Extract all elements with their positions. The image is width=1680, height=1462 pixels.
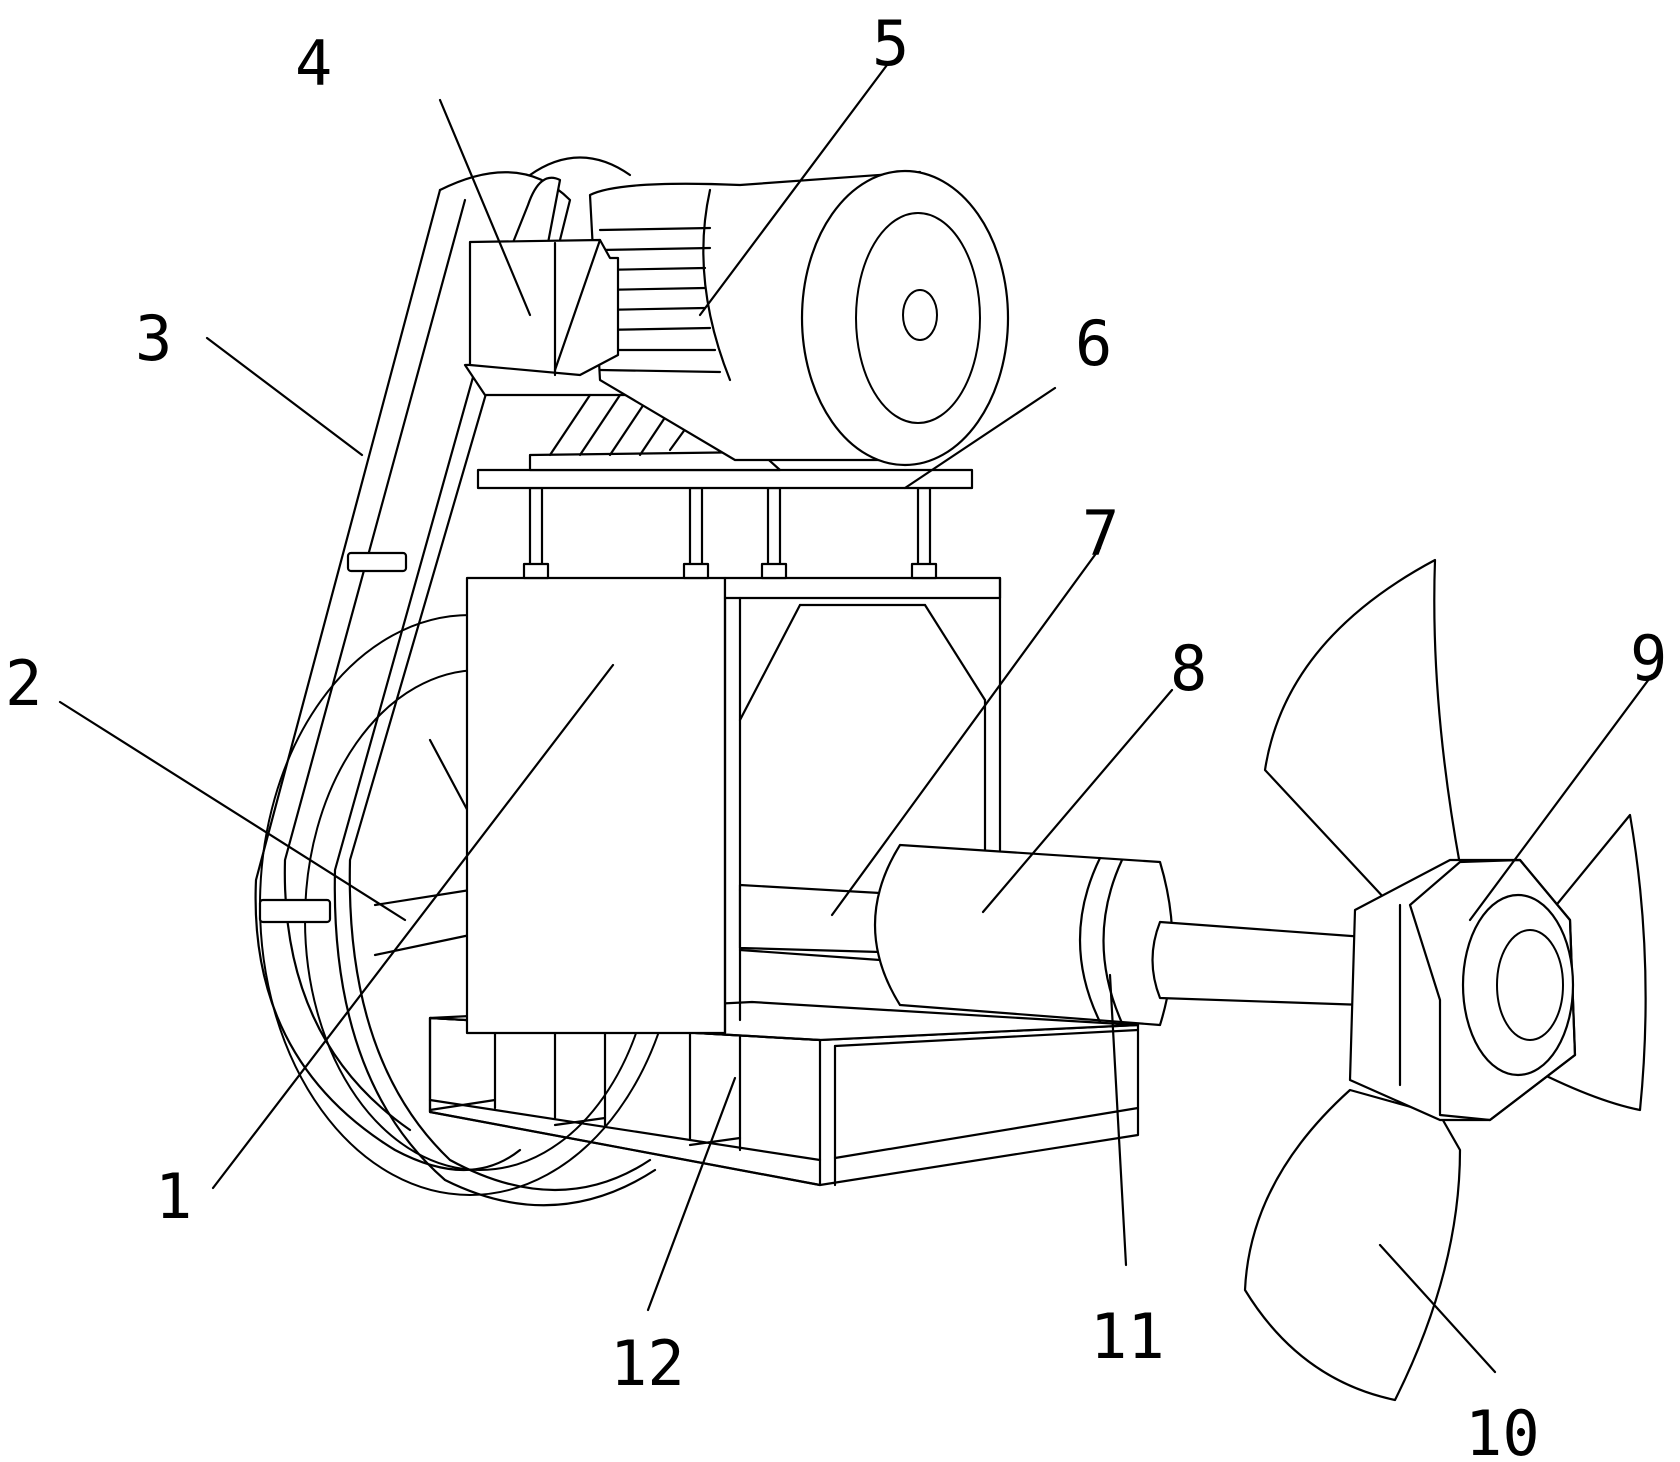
label-7: 7 <box>1082 497 1119 570</box>
drive-shaft <box>738 883 882 954</box>
label-10: 10 <box>1465 1397 1540 1462</box>
label-11: 11 <box>1090 1300 1165 1373</box>
label-5: 5 <box>872 7 909 80</box>
drive-belt <box>254 171 657 1207</box>
label-9: 9 <box>1630 622 1667 695</box>
part-labels: 1 2 3 4 5 6 7 8 9 10 11 12 <box>5 7 1667 1462</box>
leader-lines <box>58 63 1654 1374</box>
label-3: 3 <box>135 302 172 375</box>
bearing-housing <box>873 843 1367 1027</box>
propeller <box>1243 558 1647 1402</box>
label-8: 8 <box>1170 632 1207 705</box>
motor-pulley <box>468 156 632 377</box>
label-1: 1 <box>155 1160 192 1233</box>
support-legs <box>522 486 938 580</box>
label-2: 2 <box>5 647 42 720</box>
mounting-plate <box>476 450 974 490</box>
motor <box>588 169 1010 467</box>
label-6: 6 <box>1075 307 1112 380</box>
label-4: 4 <box>295 27 332 100</box>
frame-box <box>465 576 1002 1035</box>
label-12: 12 <box>610 1327 685 1400</box>
